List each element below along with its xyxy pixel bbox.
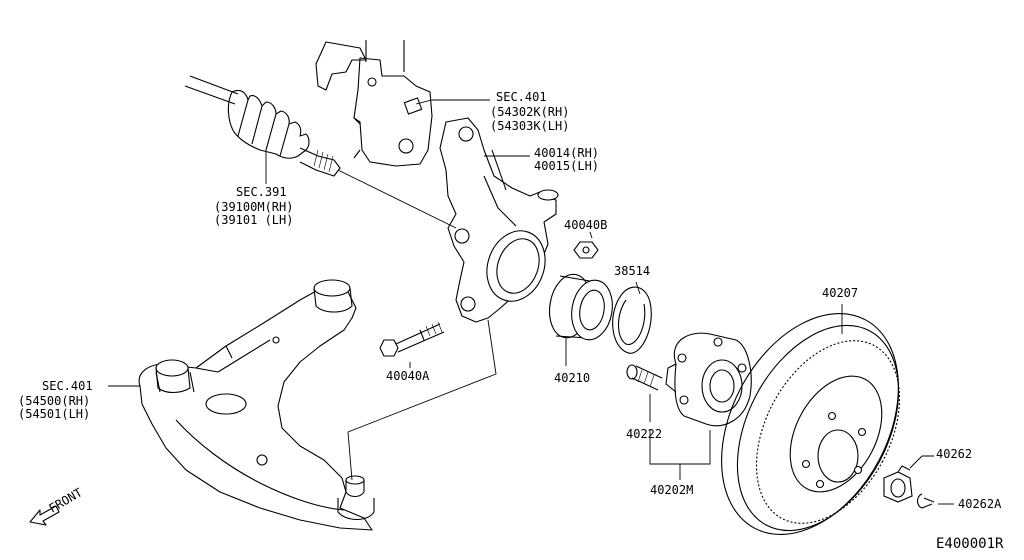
label-arm-lh: (54501(LH)	[18, 407, 90, 421]
hub-stud	[626, 364, 663, 422]
label-40202m: 40202M	[650, 483, 693, 497]
label-38514: 38514	[614, 264, 650, 278]
label-40207: 40207	[822, 286, 858, 300]
label-40262a: 40262A	[958, 497, 1002, 511]
cotter-pin	[916, 493, 954, 509]
label-sec401-top: SEC.401	[496, 90, 547, 104]
label-40040b: 40040B	[564, 218, 607, 232]
ball-joint-lead	[347, 319, 497, 481]
wheel-hub	[665, 332, 752, 427]
strut-bracket	[315, 40, 433, 167]
steering-knuckle	[439, 117, 559, 323]
wheel-bearing	[548, 273, 613, 366]
bolt-40040a	[379, 321, 445, 368]
leader-sec401-top	[415, 99, 490, 105]
label-sec401-arm: SEC.401	[42, 379, 93, 393]
label-40210: 40210	[554, 371, 590, 385]
label-arm-rh: (54500(RH)	[18, 394, 90, 408]
drive-shaft	[184, 75, 457, 229]
label-sec391: SEC.391	[236, 185, 287, 199]
label-front: FRONT	[47, 485, 85, 515]
label-40040a: 40040A	[386, 369, 430, 383]
label-sec401-top-lh: (54303K(LH)	[490, 119, 569, 133]
lower-control-arm	[108, 279, 375, 531]
label-sec391-lh: (39101 (LH)	[214, 213, 293, 227]
front-arrow	[29, 505, 60, 526]
label-knuckle-rh: 40014(RH)	[534, 146, 599, 160]
snap-ring	[612, 281, 652, 354]
hub-nut	[883, 455, 934, 503]
label-sec391-rh: (39100M(RH)	[214, 200, 293, 214]
brake-rotor	[721, 304, 901, 535]
label-knuckle-lh: 40015(LH)	[534, 159, 599, 173]
label-40222: 40222	[626, 427, 662, 441]
nut-40040b	[573, 231, 599, 259]
label-sec401-top-rh: (54302K(RH)	[490, 105, 569, 119]
diagram-code: E400001R	[936, 536, 1004, 552]
label-40262: 40262	[936, 447, 972, 461]
